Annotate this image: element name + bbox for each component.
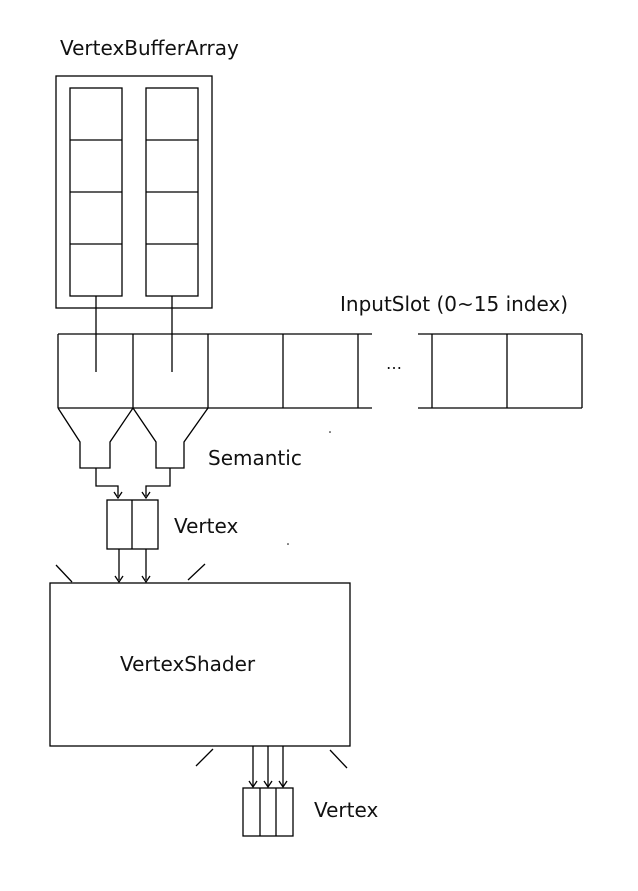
output-vertex-label: Vertex [314, 798, 379, 822]
semantic-connector-1 [145, 468, 171, 496]
output-vertex [242, 787, 294, 837]
vertex-buffer-array-label: VertexBufferArray [60, 36, 239, 60]
input-slot-row [57, 333, 583, 409]
vertex-buffer-0 [69, 87, 123, 297]
vertex-shader-label: VertexShader [120, 652, 256, 676]
shader-tick-left [55, 564, 73, 583]
vertex-buffer-array-frame [55, 75, 213, 309]
speck [329, 431, 331, 433]
arrowhead [278, 780, 288, 789]
arrowhead [248, 780, 258, 789]
input-vertex-label: Vertex [174, 514, 239, 538]
arrowhead [141, 575, 151, 584]
semantic-label: Semantic [208, 446, 302, 470]
output-tick-left [195, 748, 214, 767]
output-tick-right [329, 749, 348, 769]
semantic-connector-0 [95, 468, 119, 496]
input-vertex [106, 499, 159, 550]
slot-ellipsis: … [386, 354, 402, 373]
arrowhead [141, 491, 151, 500]
shader-tick-right [187, 563, 206, 581]
vertex-shader-box [49, 582, 351, 747]
arrowhead [114, 575, 124, 584]
semantic-funnel-1 [132, 407, 209, 469]
arrowhead [263, 780, 273, 789]
input-slot-label: InputSlot (0~15 index) [340, 292, 569, 316]
vertex-buffer-1 [145, 87, 199, 297]
semantic-funnel-0 [57, 407, 134, 469]
arrowhead [113, 491, 123, 500]
speck [287, 543, 289, 545]
